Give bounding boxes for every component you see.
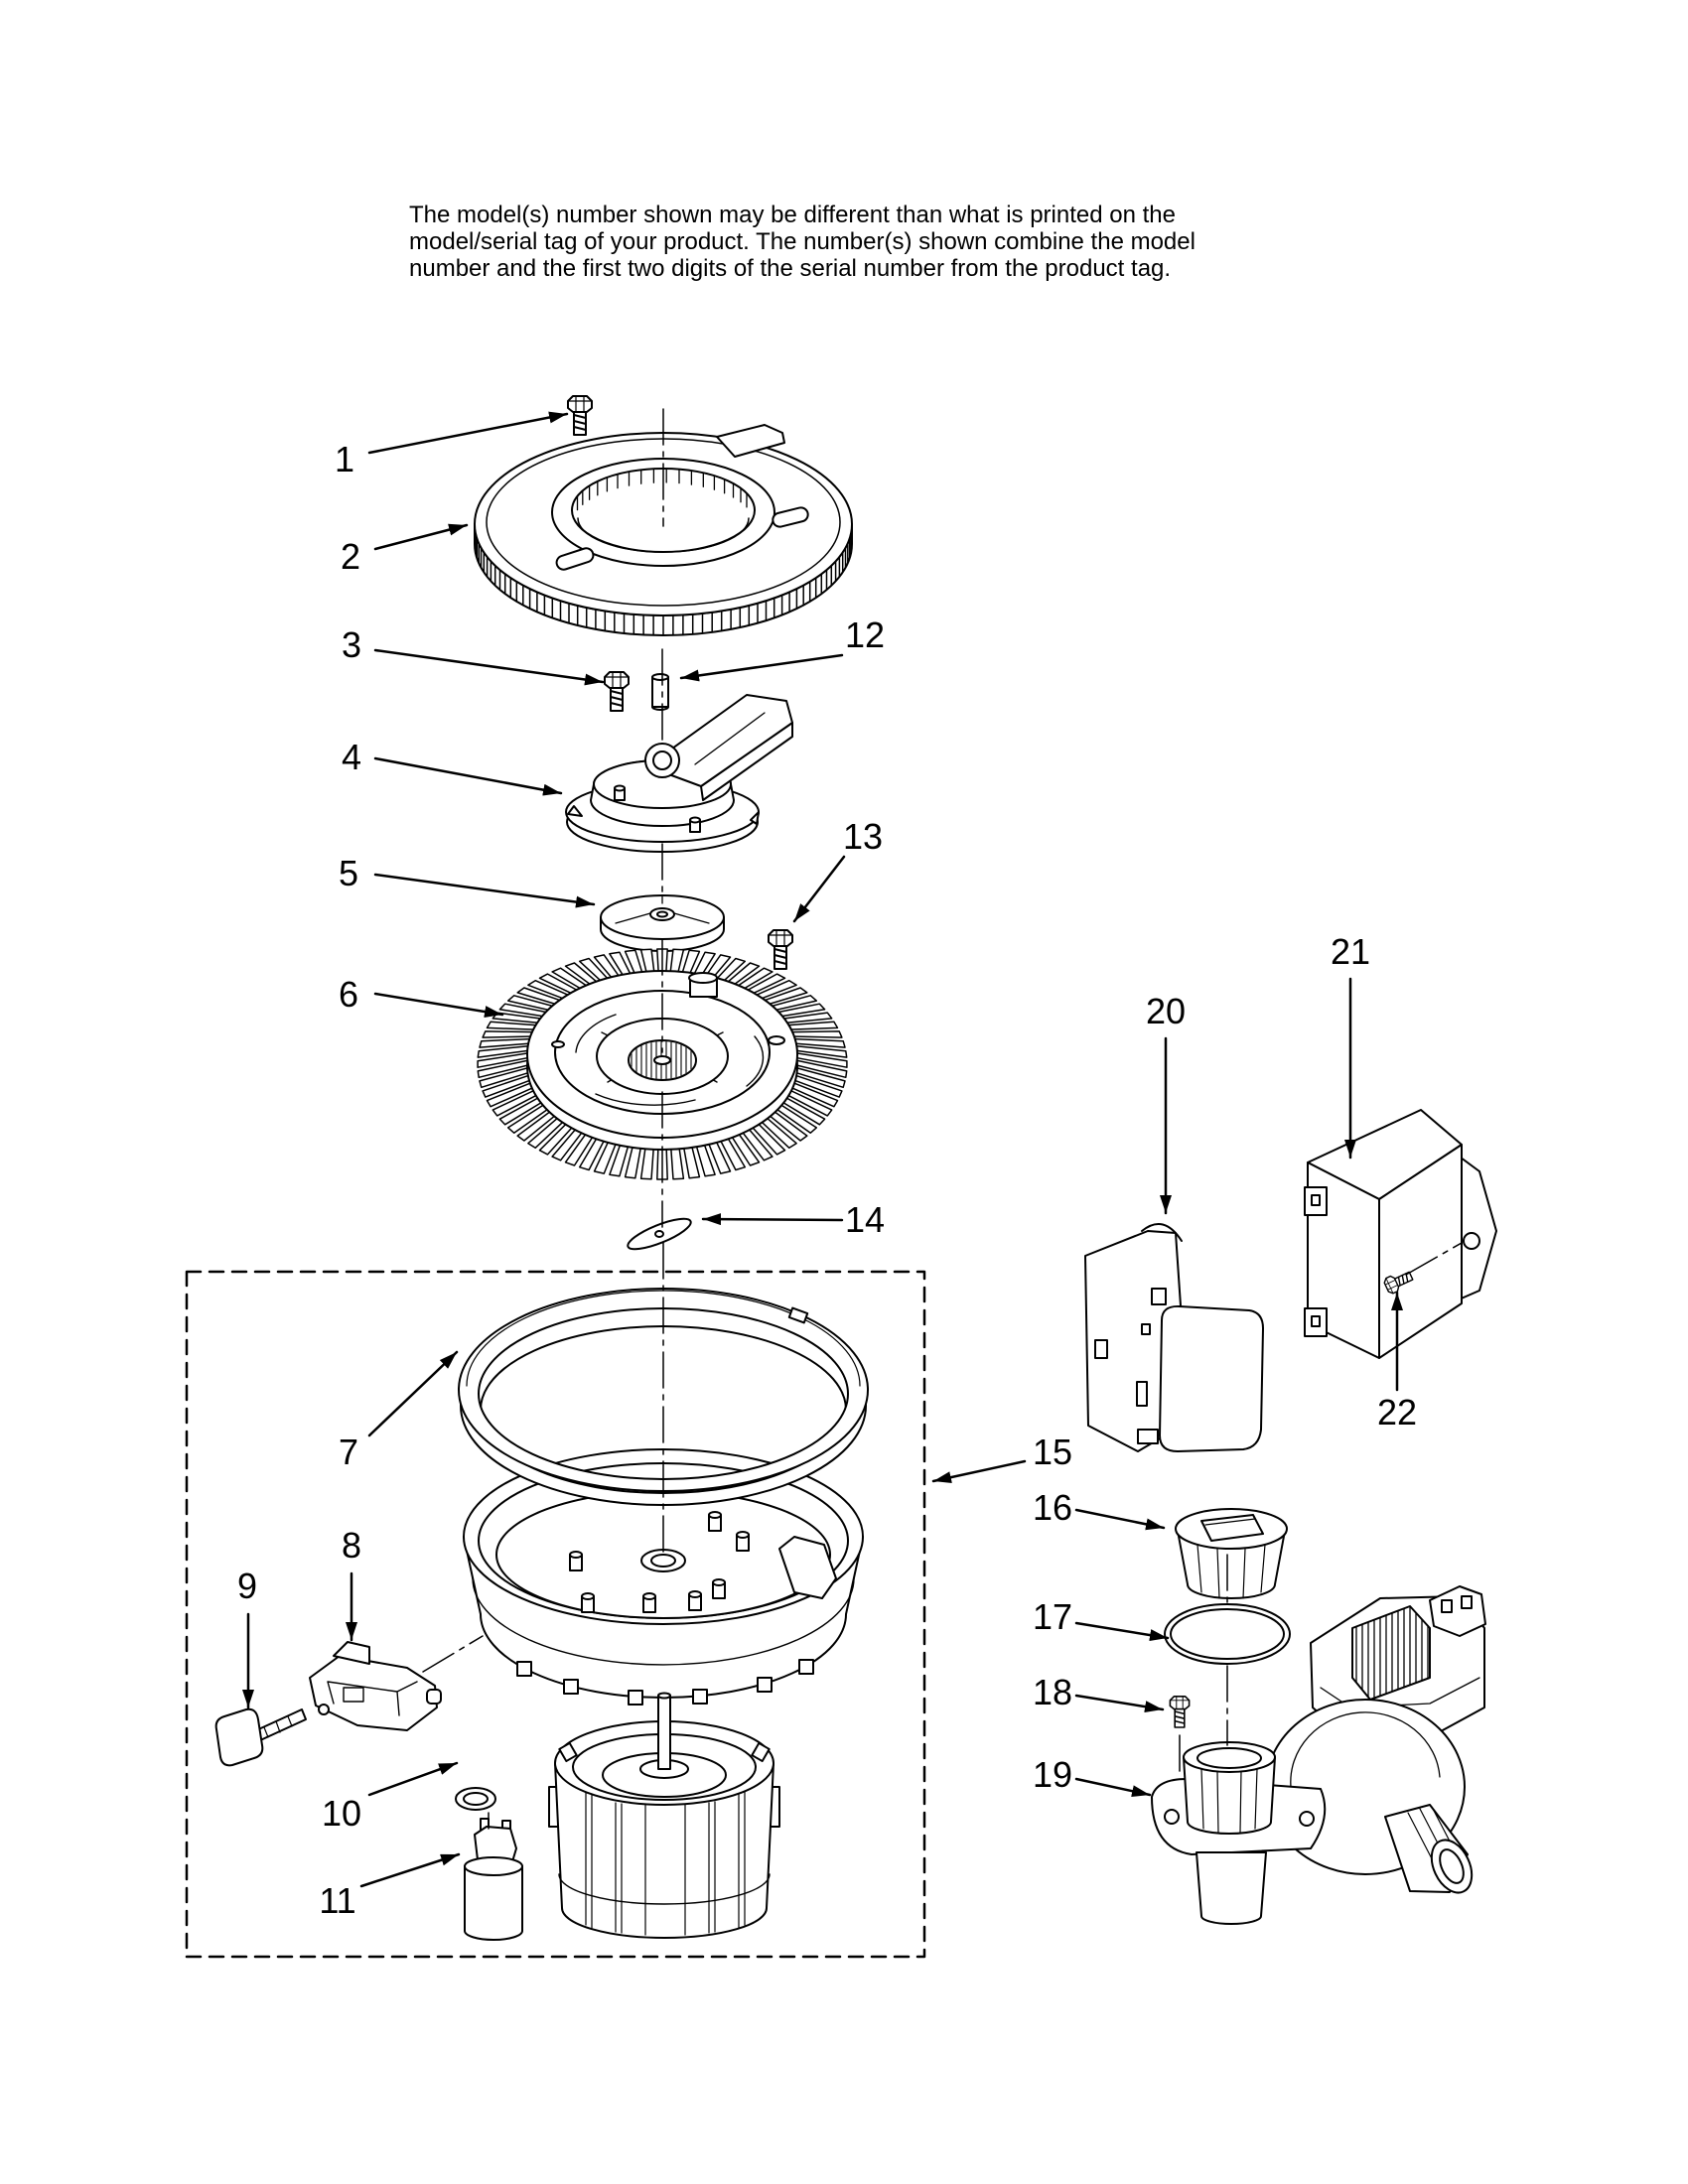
part-15-assembly-boundary	[185, 1270, 926, 1959]
note-line-3: number and the first two digits of the s…	[409, 255, 1172, 282]
callout-12: 12	[845, 614, 885, 655]
part-8-bracket	[309, 1641, 442, 1731]
part-19-drain-pump	[1151, 1585, 1486, 1925]
part-4-pump-housing	[565, 694, 793, 853]
note-line-2: model/serial tag of your product. The nu…	[409, 228, 1196, 255]
callout-6: 6	[339, 974, 358, 1015]
callout-11: 11	[319, 1880, 355, 1921]
leader-4	[373, 756, 563, 796]
part-10-o-ring	[455, 1787, 496, 1811]
callout-21: 21	[1331, 931, 1370, 972]
callout-15: 15	[1033, 1432, 1072, 1472]
note-line-1: The model(s) number shown may be differe…	[409, 202, 1176, 228]
callout-18: 18	[1033, 1672, 1072, 1712]
part-21-box	[1304, 1109, 1497, 1359]
part-12-pin	[651, 673, 669, 711]
part-1-screw	[567, 395, 593, 436]
alignment-lines	[422, 408, 1463, 1830]
callout-16: 16	[1033, 1487, 1072, 1528]
leader-19	[1074, 1777, 1152, 1798]
part-20-bracket	[1084, 1222, 1264, 1452]
leader-16	[1074, 1508, 1166, 1531]
leader-13	[792, 855, 846, 923]
part-18-screw	[1169, 1696, 1191, 1728]
part-14-gasket	[627, 1217, 692, 1251]
part-3-screw	[604, 671, 630, 712]
callout-2: 2	[341, 536, 360, 577]
callout-labels: 1 2 3 4 5 6 7 8 9 10 11 12 13 14 15 16 1…	[237, 439, 1417, 1921]
part-6-filter-plate	[477, 948, 848, 1180]
part-5-impeller	[600, 894, 725, 952]
leader-2	[373, 523, 469, 551]
callout-14: 14	[845, 1199, 885, 1240]
leader-6	[373, 992, 504, 1019]
callout-7: 7	[339, 1432, 358, 1472]
leader-arrows	[242, 411, 1403, 1888]
leader-12	[679, 653, 844, 682]
callout-9: 9	[237, 1566, 257, 1606]
cover-teeth	[475, 532, 852, 636]
part-17-o-ring	[1164, 1603, 1291, 1665]
leader-14	[701, 1213, 844, 1226]
callout-4: 4	[342, 737, 361, 777]
cover-inner-ribs	[576, 468, 748, 511]
callout-20: 20	[1146, 991, 1186, 1031]
callout-13: 13	[843, 816, 883, 857]
part-9-lever	[214, 1707, 307, 1767]
callout-22: 22	[1377, 1392, 1417, 1433]
callout-10: 10	[322, 1793, 361, 1834]
callout-8: 8	[342, 1525, 361, 1566]
callout-5: 5	[339, 853, 358, 893]
leader-3	[373, 648, 605, 686]
part-13-screw	[768, 929, 793, 970]
callout-17: 17	[1033, 1596, 1072, 1637]
callout-19: 19	[1033, 1754, 1072, 1795]
callout-1: 1	[335, 439, 354, 479]
wash-motor	[548, 1692, 780, 1939]
leader-11	[359, 1852, 461, 1888]
leader-7	[367, 1350, 459, 1437]
part-11-sensor	[464, 1818, 523, 1941]
model-number-note: The model(s) number shown may be differe…	[409, 202, 1196, 282]
leader-17	[1074, 1621, 1170, 1642]
leader-1	[367, 411, 569, 455]
leader-5	[373, 873, 596, 908]
leader-18	[1074, 1694, 1165, 1713]
leader-15	[931, 1459, 1027, 1484]
part-16-grommet	[1175, 1508, 1288, 1599]
leader-10	[367, 1761, 459, 1797]
callout-3: 3	[342, 624, 361, 665]
